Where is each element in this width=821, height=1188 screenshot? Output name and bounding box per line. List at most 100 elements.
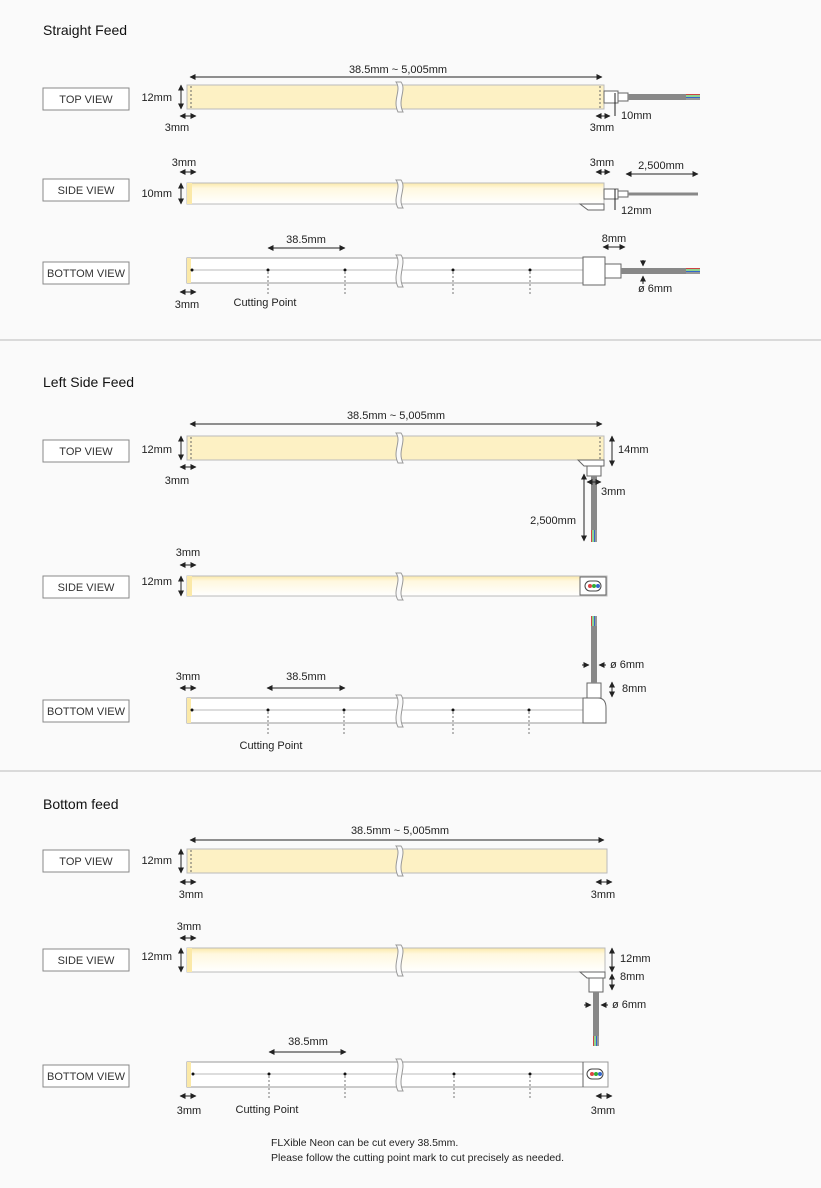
dim-pitch: 38.5mm <box>266 671 346 691</box>
dim-side-left-3mm: 3mm <box>177 921 201 941</box>
dim-end-left: 3mm <box>165 113 197 134</box>
dim-end-right: 3mm <box>591 879 615 901</box>
svg-text:2,500mm: 2,500mm <box>638 160 684 172</box>
svg-text:ø 6mm: ø 6mm <box>612 999 646 1011</box>
dim-width-top: 12mm <box>141 848 184 874</box>
side-view-strip <box>186 179 698 211</box>
dim-cable-dia: ø 6mm <box>638 260 672 295</box>
bottom-view-strip <box>186 254 700 288</box>
section-title: Bottom feed <box>43 796 119 812</box>
svg-text:3mm: 3mm <box>165 475 189 487</box>
svg-text:12mm: 12mm <box>620 953 651 965</box>
svg-text:ø 6mm: ø 6mm <box>610 659 644 671</box>
dim-side-left-3mm: 3mm <box>172 157 197 175</box>
svg-text:3mm: 3mm <box>176 547 200 559</box>
svg-text:12mm: 12mm <box>141 444 172 456</box>
svg-text:BOTTOM VIEW: BOTTOM VIEW <box>47 1071 126 1083</box>
top-view-label-box: TOP VIEW <box>42 439 130 463</box>
dim-side-connector: 12mm <box>614 189 652 217</box>
svg-text:38.5mm ~ 5,005mm: 38.5mm ~ 5,005mm <box>349 64 447 76</box>
top-view-label-box: TOP VIEW <box>42 849 130 873</box>
svg-text:12mm: 12mm <box>141 951 172 963</box>
cutting-point-label: Cutting Point <box>236 1104 299 1116</box>
svg-text:SIDE VIEW: SIDE VIEW <box>58 955 115 967</box>
dim-length: 38.5mm ~ 5,005mm <box>189 410 603 427</box>
dim-side-right-3mm: 3mm <box>590 157 614 175</box>
dim-connector-width: 14mm <box>609 435 649 467</box>
dim-width-top: 12mm <box>141 84 184 110</box>
svg-text:3mm: 3mm <box>175 299 199 311</box>
svg-text:3mm: 3mm <box>179 889 203 901</box>
dim-end-right: 3mm <box>590 113 614 134</box>
dim-length: 38.5mm ~ 5,005mm <box>189 64 603 80</box>
dim-end-left: 3mm <box>165 464 197 487</box>
svg-text:8mm: 8mm <box>620 971 644 983</box>
svg-text:3mm: 3mm <box>177 1105 201 1117</box>
side-view-label-box: SIDE VIEW <box>42 178 130 202</box>
svg-text:12mm: 12mm <box>141 855 172 867</box>
bottom-view-label-box: BOTTOM VIEW <box>42 699 130 723</box>
dim-side-height: 12mm <box>141 947 184 973</box>
bottom-view-strip <box>186 1058 609 1092</box>
svg-text:3mm: 3mm <box>591 1105 615 1117</box>
dim-boot: 8mm <box>609 681 646 698</box>
svg-text:38.5mm: 38.5mm <box>286 671 326 683</box>
footer-notes: FLXible Neon can be cut every 38.5mm. Pl… <box>271 1137 564 1164</box>
cut-points <box>190 268 532 296</box>
dim-pitch: 38.5mm <box>268 1036 347 1055</box>
svg-text:3mm: 3mm <box>177 921 201 933</box>
svg-text:38.5mm ~ 5,005mm: 38.5mm ~ 5,005mm <box>347 410 445 422</box>
dim-cable-length: 2,500mm <box>625 160 699 177</box>
dim-connector-3mm: 3mm <box>586 479 625 498</box>
dim-bottom-right-3mm: 3mm <box>591 1093 615 1117</box>
svg-text:SIDE VIEW: SIDE VIEW <box>58 185 115 197</box>
svg-text:10mm: 10mm <box>141 188 172 200</box>
dim-cable-dia: ø 6mm <box>582 659 644 671</box>
dim-bottom-left-3mm: 3mm <box>175 289 199 311</box>
svg-text:3mm: 3mm <box>165 122 189 134</box>
note-line-1: FLXible Neon can be cut every 38.5mm. <box>271 1137 458 1149</box>
svg-text:38.5mm: 38.5mm <box>288 1036 328 1048</box>
section-title: Straight Feed <box>43 22 127 38</box>
svg-text:12mm: 12mm <box>141 576 172 588</box>
section-bottom-feed: Bottom feed TOP VIEW 38.5mm ~ 5,005mm 12… <box>42 796 651 1117</box>
dim-end-left: 3mm <box>179 879 203 901</box>
dim-side-height: 12mm <box>141 575 184 597</box>
cutting-point-label: Cutting Point <box>234 297 297 309</box>
dim-cable-dia: ø 6mm <box>584 999 646 1011</box>
cutting-point-label: Cutting Point <box>240 740 303 752</box>
top-view-strip <box>186 81 700 113</box>
top-view-label-box: TOP VIEW <box>42 87 130 111</box>
side-view-strip <box>186 944 606 1046</box>
svg-text:2,500mm: 2,500mm <box>530 515 576 527</box>
svg-text:10mm: 10mm <box>621 110 652 122</box>
svg-text:12mm: 12mm <box>141 92 172 104</box>
svg-text:BOTTOM VIEW: BOTTOM VIEW <box>47 268 126 280</box>
svg-text:SIDE VIEW: SIDE VIEW <box>58 582 115 594</box>
dim-side-right-12mm: 12mm <box>609 947 651 973</box>
cut-points <box>190 708 531 736</box>
top-view-strip <box>186 432 605 542</box>
bottom-view-label-box: BOTTOM VIEW <box>42 1064 130 1088</box>
top-view-strip <box>186 845 608 877</box>
svg-text:8mm: 8mm <box>622 683 646 695</box>
dim-length: 38.5mm ~ 5,005mm <box>189 825 605 843</box>
bottom-view-strip <box>186 616 607 728</box>
svg-text:38.5mm ~ 5,005mm: 38.5mm ~ 5,005mm <box>351 825 449 837</box>
svg-text:TOP VIEW: TOP VIEW <box>59 856 113 868</box>
svg-text:BOTTOM VIEW: BOTTOM VIEW <box>47 706 126 718</box>
side-view-label-box: SIDE VIEW <box>42 575 130 599</box>
svg-text:TOP VIEW: TOP VIEW <box>59 94 113 106</box>
svg-text:TOP VIEW: TOP VIEW <box>59 446 113 458</box>
side-view-strip <box>186 572 608 601</box>
dim-pitch: 38.5mm <box>267 234 346 251</box>
dim-side-left-3mm: 3mm <box>176 547 200 568</box>
section-title: Left Side Feed <box>43 374 134 390</box>
svg-text:12mm: 12mm <box>621 205 652 217</box>
svg-text:38.5mm: 38.5mm <box>286 234 326 246</box>
dim-cable-length: 2,500mm <box>530 473 587 542</box>
dim-boot: 8mm <box>602 233 626 250</box>
svg-text:ø 6mm: ø 6mm <box>638 283 672 295</box>
svg-text:8mm: 8mm <box>602 233 626 245</box>
bottom-view-label-box: BOTTOM VIEW <box>42 261 130 285</box>
